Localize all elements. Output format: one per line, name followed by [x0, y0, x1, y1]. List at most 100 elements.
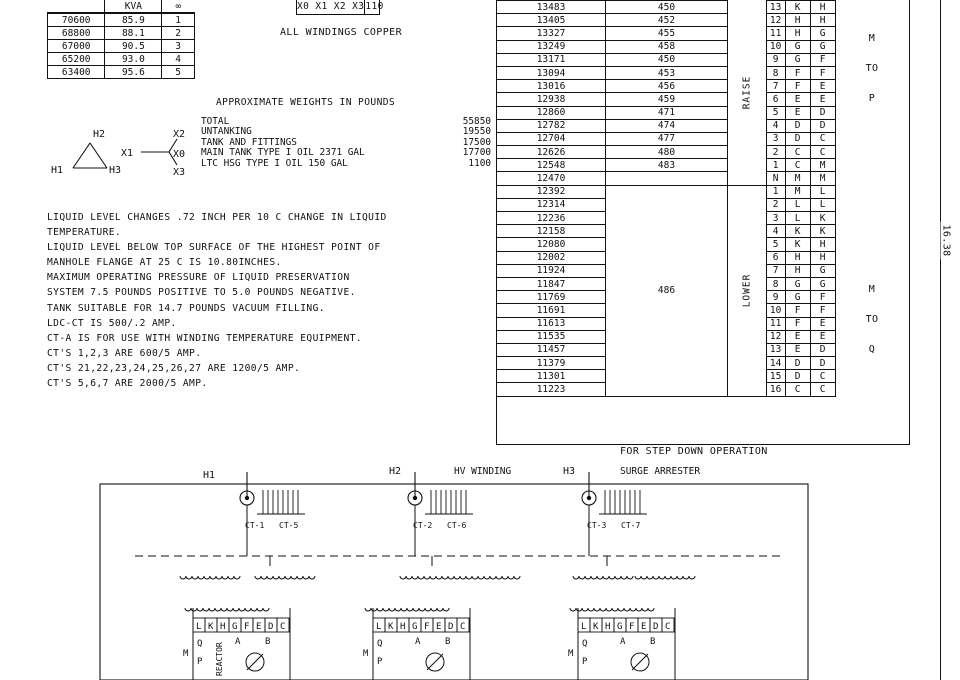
kva-cell-pos: 4: [161, 52, 195, 66]
reactor-label: REACTOR: [215, 642, 224, 676]
ltc-raise-label: RAISE: [741, 75, 753, 110]
coil: [254, 575, 316, 580]
ltc-contact-2: C: [809, 369, 836, 384]
kva-cell-v: 70600: [46, 12, 106, 27]
switch-m: M: [183, 649, 189, 659]
ltc-contact-1: F: [784, 65, 811, 81]
ltc-contact-2: E: [809, 79, 836, 94]
ltc-voltage: 12782: [496, 118, 606, 133]
ltc-contact-2: M: [809, 158, 836, 173]
ltc-current: 458: [605, 39, 728, 54]
coil: [184, 607, 270, 612]
ltc-contact-2: F: [809, 52, 836, 67]
connection-box: X0 X1 X2 X3 110: [296, 0, 383, 15]
ltc-position: 3: [765, 210, 786, 226]
ltc-contact-2: H: [809, 13, 836, 28]
ltc-contact-1: K: [784, 0, 811, 15]
ltc-contact-2: G: [809, 263, 836, 278]
notes-block: LIQUID LEVEL CHANGES .72 INCH PER 10 C C…: [47, 210, 387, 391]
bushing-center: [412, 495, 418, 501]
ltc-voltage: 12470: [496, 171, 606, 186]
ltc-contact-1: C: [784, 382, 811, 397]
ltc-contact-2: K: [809, 224, 836, 239]
ltc-contact-1: D: [784, 369, 811, 384]
tap-letter: D: [448, 622, 453, 632]
kva-cell-kva: 93.0: [104, 52, 163, 66]
ltc-position: 5: [765, 237, 786, 252]
ltc-contact-2: E: [809, 329, 836, 344]
ltc-voltage: 12002: [496, 250, 606, 265]
ltc-contact-1: C: [784, 145, 811, 160]
vector-x0: X0: [173, 149, 185, 160]
ltc-voltage: 12236: [496, 210, 606, 226]
ltc-lower-group: LOWER: [727, 184, 767, 397]
ltc-contact-1: D: [784, 131, 811, 147]
ltc-contact-1: F: [784, 303, 811, 318]
ltc-current: 483: [605, 158, 728, 173]
ltc-position: 13: [765, 0, 786, 15]
ltc-position: 10: [765, 39, 786, 54]
ltc-voltage: 12548: [496, 158, 606, 173]
ltc-position: 1: [765, 184, 786, 199]
note-line: MANHOLE FLANGE AT 25 C IS 10.80INCHES.: [47, 257, 282, 269]
ltc-voltage: 13094: [496, 65, 606, 81]
note-line: MAXIMUM OPERATING PRESSURE OF LIQUID PRE…: [47, 272, 350, 284]
tap-letter: E: [256, 622, 261, 632]
note-line: LIQUID LEVEL CHANGES .72 INCH PER 10 C C…: [47, 212, 387, 223]
connection-terminals: X0 X1 X2 X3: [297, 0, 366, 14]
switch-a: A: [620, 637, 626, 647]
ltc-contact-2: L: [809, 184, 836, 199]
ltc-position: 1: [765, 158, 786, 173]
tap-letter: D: [653, 622, 658, 632]
preventive-autotransformer: [245, 652, 265, 672]
switch-m: M: [363, 649, 369, 659]
ltc-contact-1: G: [784, 39, 811, 54]
tap-letter: K: [388, 622, 394, 632]
ltc-voltage: 12860: [496, 105, 606, 120]
ltc-contact-1: G: [784, 276, 811, 292]
ltc-voltage: 12392: [496, 184, 606, 199]
ltc-contact-2: C: [809, 131, 836, 147]
vector-x1: X1: [121, 148, 133, 159]
ltc-contact-2: D: [809, 342, 836, 358]
wiring-h1: H1: [203, 470, 215, 481]
ct-label: CT-1: [245, 521, 264, 530]
kva-cell-pos: 3: [161, 39, 195, 53]
coil: [459, 575, 521, 580]
weight-item: UNTANKING 19550: [201, 126, 491, 138]
raise-range-end: P: [868, 93, 876, 104]
tap-letter: F: [629, 622, 634, 632]
ltc-voltage: 13249: [496, 39, 606, 54]
weight-label: UNTANKING: [201, 126, 252, 138]
ltc-contact-1: E: [784, 92, 811, 107]
switch-a: A: [235, 637, 241, 647]
ltc-position: 8: [765, 65, 786, 81]
wiring-h2: H2: [389, 466, 401, 477]
ltc-contact-2: G: [809, 39, 836, 54]
ltc-contact-1: M: [784, 171, 811, 186]
vector-diagram: H2 H1 H3 X1 X2 X0 X3: [51, 129, 185, 178]
ltc-position: 8: [765, 276, 786, 292]
weight-value: 19550: [462, 126, 491, 138]
tap-letter: K: [208, 622, 214, 632]
vector-h3: H3: [109, 165, 121, 176]
ltc-voltage: 13171: [496, 52, 606, 67]
switch-m: M: [568, 649, 574, 659]
ltc-position: 2: [765, 145, 786, 160]
ltc-current: 455: [605, 26, 728, 41]
tap-letter: C: [280, 622, 285, 632]
